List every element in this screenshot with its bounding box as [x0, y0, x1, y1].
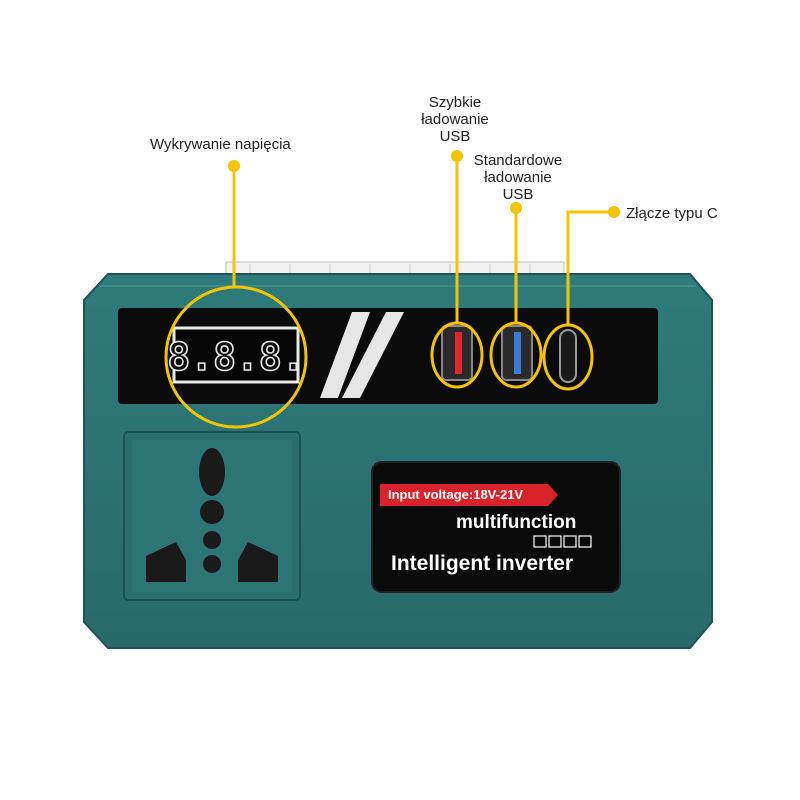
ac-socket — [123, 431, 301, 601]
sticker-inverter-text: Intelligent inverter — [391, 552, 574, 575]
typec-callout-line — [566, 210, 614, 325]
voltage-callout-circle — [164, 285, 308, 429]
voltage-display: 8.8.8. — [167, 326, 305, 384]
input-voltage-text: Input voltage:18V-21V — [388, 487, 524, 502]
feature-icons — [533, 535, 592, 548]
product-sticker — [371, 461, 621, 593]
usb-standard-port — [501, 325, 533, 381]
decorative-slashes — [320, 312, 404, 398]
fast-charging-label: Szybkie ładowanie USB — [421, 94, 489, 145]
usb-c-port — [559, 329, 577, 383]
standard-charging-label: Standardowe ładowanie USB — [473, 152, 563, 203]
usb-fast-port — [441, 325, 473, 381]
sticker-multifunction-text: multifunction — [456, 512, 577, 533]
voltage-callout-dot — [228, 160, 240, 172]
voltage-detection-label: Wykrywanie napięcia — [150, 136, 291, 153]
input-voltage-banner — [380, 484, 558, 506]
type-c-label: Złącze typu C — [626, 205, 718, 222]
fast-usb-callout-dot — [451, 150, 463, 162]
display-digits: 8.8.8. — [167, 335, 304, 379]
std-usb-callout-dot — [510, 202, 522, 214]
top-vent-fins — [225, 261, 565, 277]
typec-callout-dot — [608, 206, 620, 218]
